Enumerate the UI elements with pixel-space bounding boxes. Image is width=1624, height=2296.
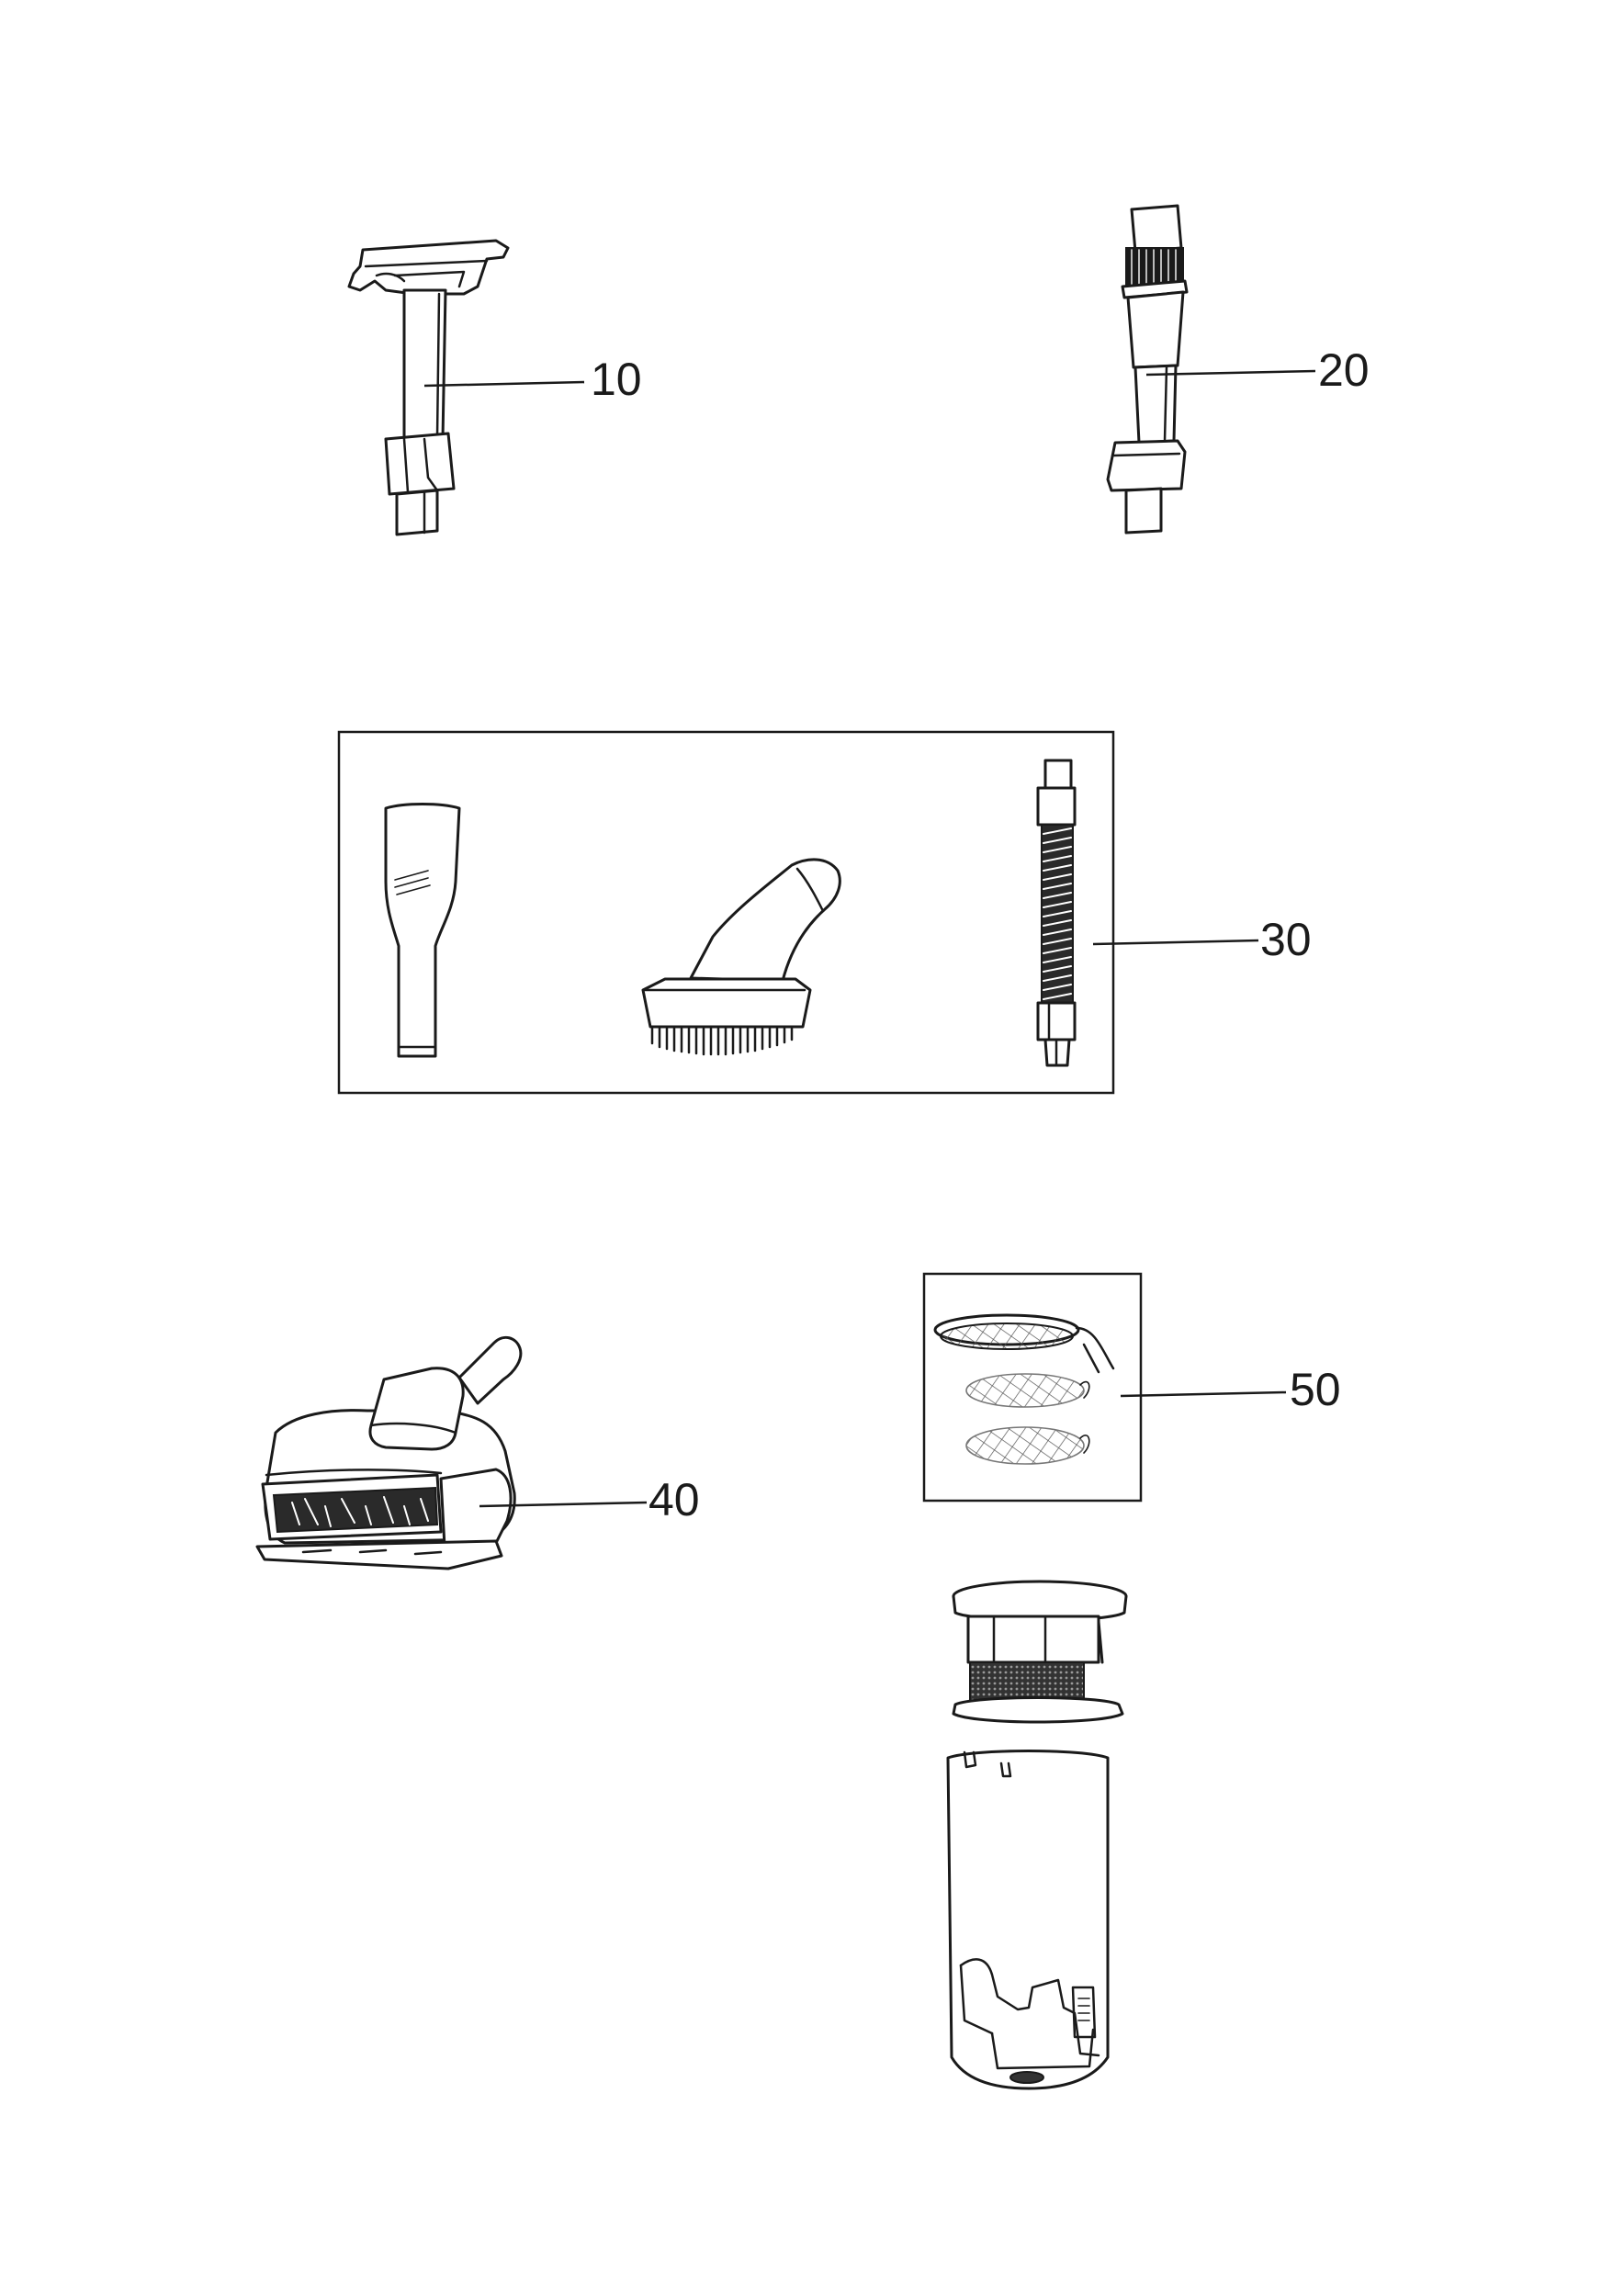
- part-50-filter-set: [922, 1272, 1143, 1503]
- part-20-leader-line: [1145, 369, 1316, 377]
- part-20-dusting-brush: [1106, 204, 1189, 535]
- part-40-turbo-brush: [255, 1335, 523, 1570]
- dusting-brush-tool: [641, 858, 841, 1056]
- part-40-leader-line: [479, 1501, 648, 1508]
- cyclone-filter-unit: [952, 1580, 1128, 1724]
- part-10-leader-line: [423, 380, 585, 388]
- part-30-accessory-kit: [337, 730, 1115, 1095]
- part-50-leader-line: [1120, 1390, 1287, 1398]
- part-10-upholstery-tool: [347, 239, 510, 536]
- part-10-label: 10: [591, 354, 642, 405]
- crevice-tool: [384, 803, 461, 1058]
- part-20-label: 20: [1318, 344, 1370, 396]
- flexible-hose: [1036, 759, 1077, 1067]
- part-30-label: 30: [1260, 914, 1312, 965]
- part-30-frame: [337, 730, 1115, 1095]
- part-30-leader-line: [1092, 939, 1259, 946]
- dust-bin: [946, 1750, 1110, 2090]
- part-50-frame: [922, 1272, 1143, 1503]
- part-50-label: 50: [1290, 1364, 1341, 1415]
- part-40-label: 40: [648, 1474, 700, 1525]
